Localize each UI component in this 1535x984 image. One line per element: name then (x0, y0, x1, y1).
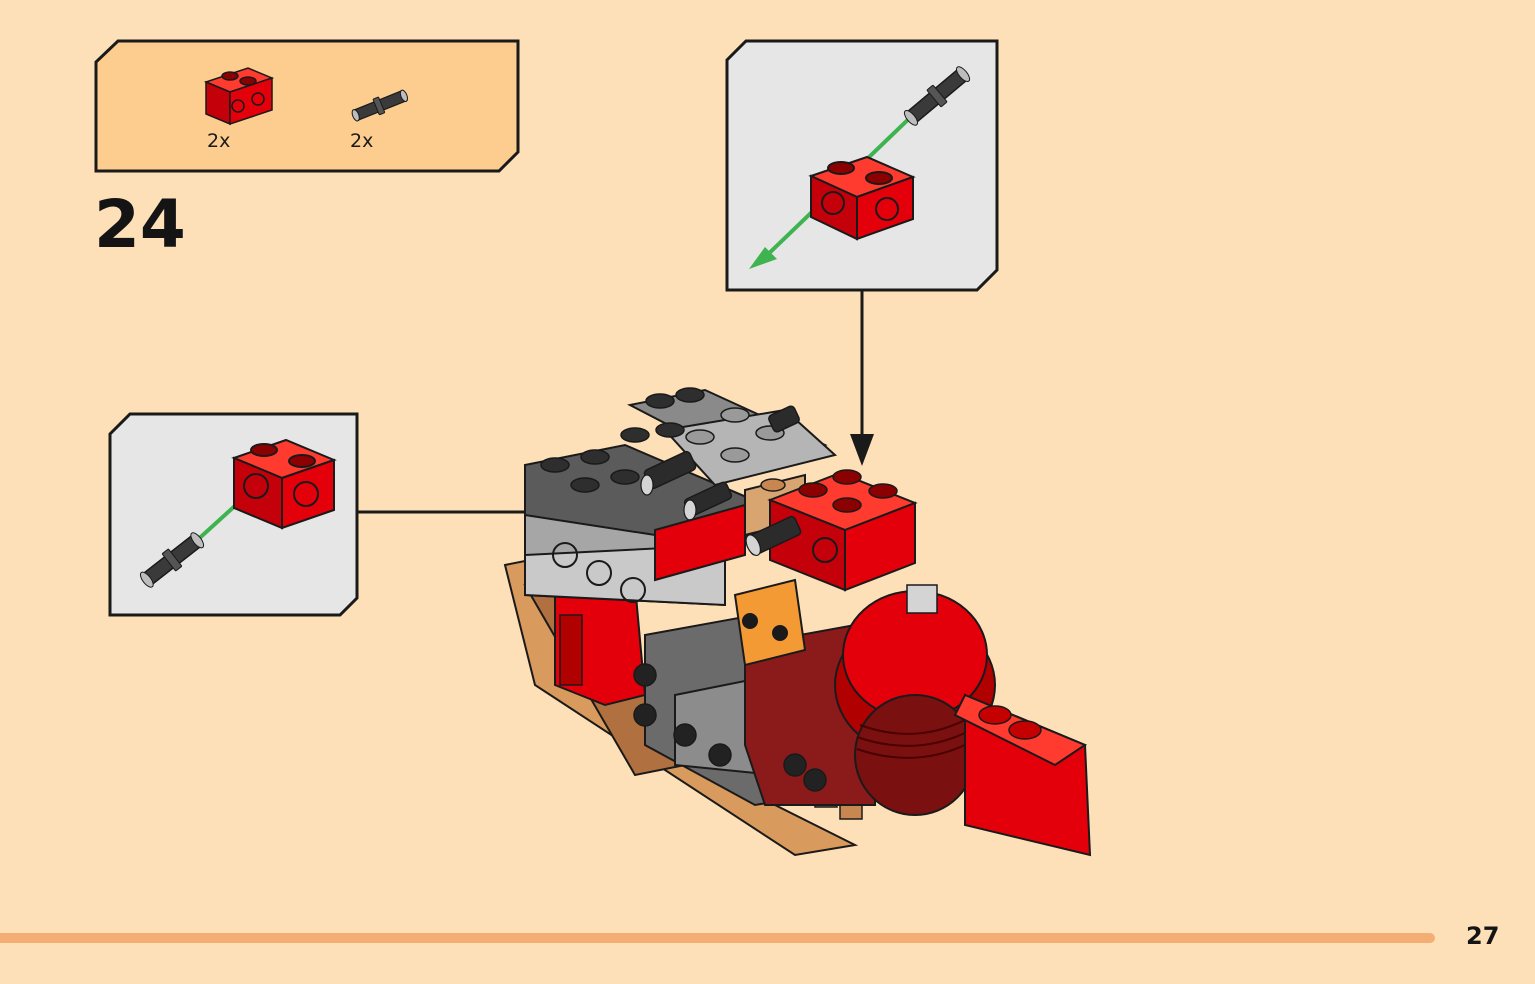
red-brick-icon (231, 438, 337, 530)
pin-icon (903, 66, 971, 126)
step-number: 24 (94, 186, 186, 263)
left-callout-assembly (139, 438, 337, 588)
main-model-assembly (503, 387, 1092, 857)
pin-quantity: 2x (350, 130, 374, 152)
black-technic-pin-icon (351, 89, 408, 122)
brick-quantity: 2x (207, 130, 231, 152)
page-number: 27 (1466, 922, 1500, 950)
red-brick-icon (808, 155, 916, 241)
pin-icon (139, 532, 205, 588)
footer-bar (0, 933, 1435, 943)
red-technic-brick-icon (203, 67, 275, 126)
top-callout-assembly (749, 66, 971, 269)
